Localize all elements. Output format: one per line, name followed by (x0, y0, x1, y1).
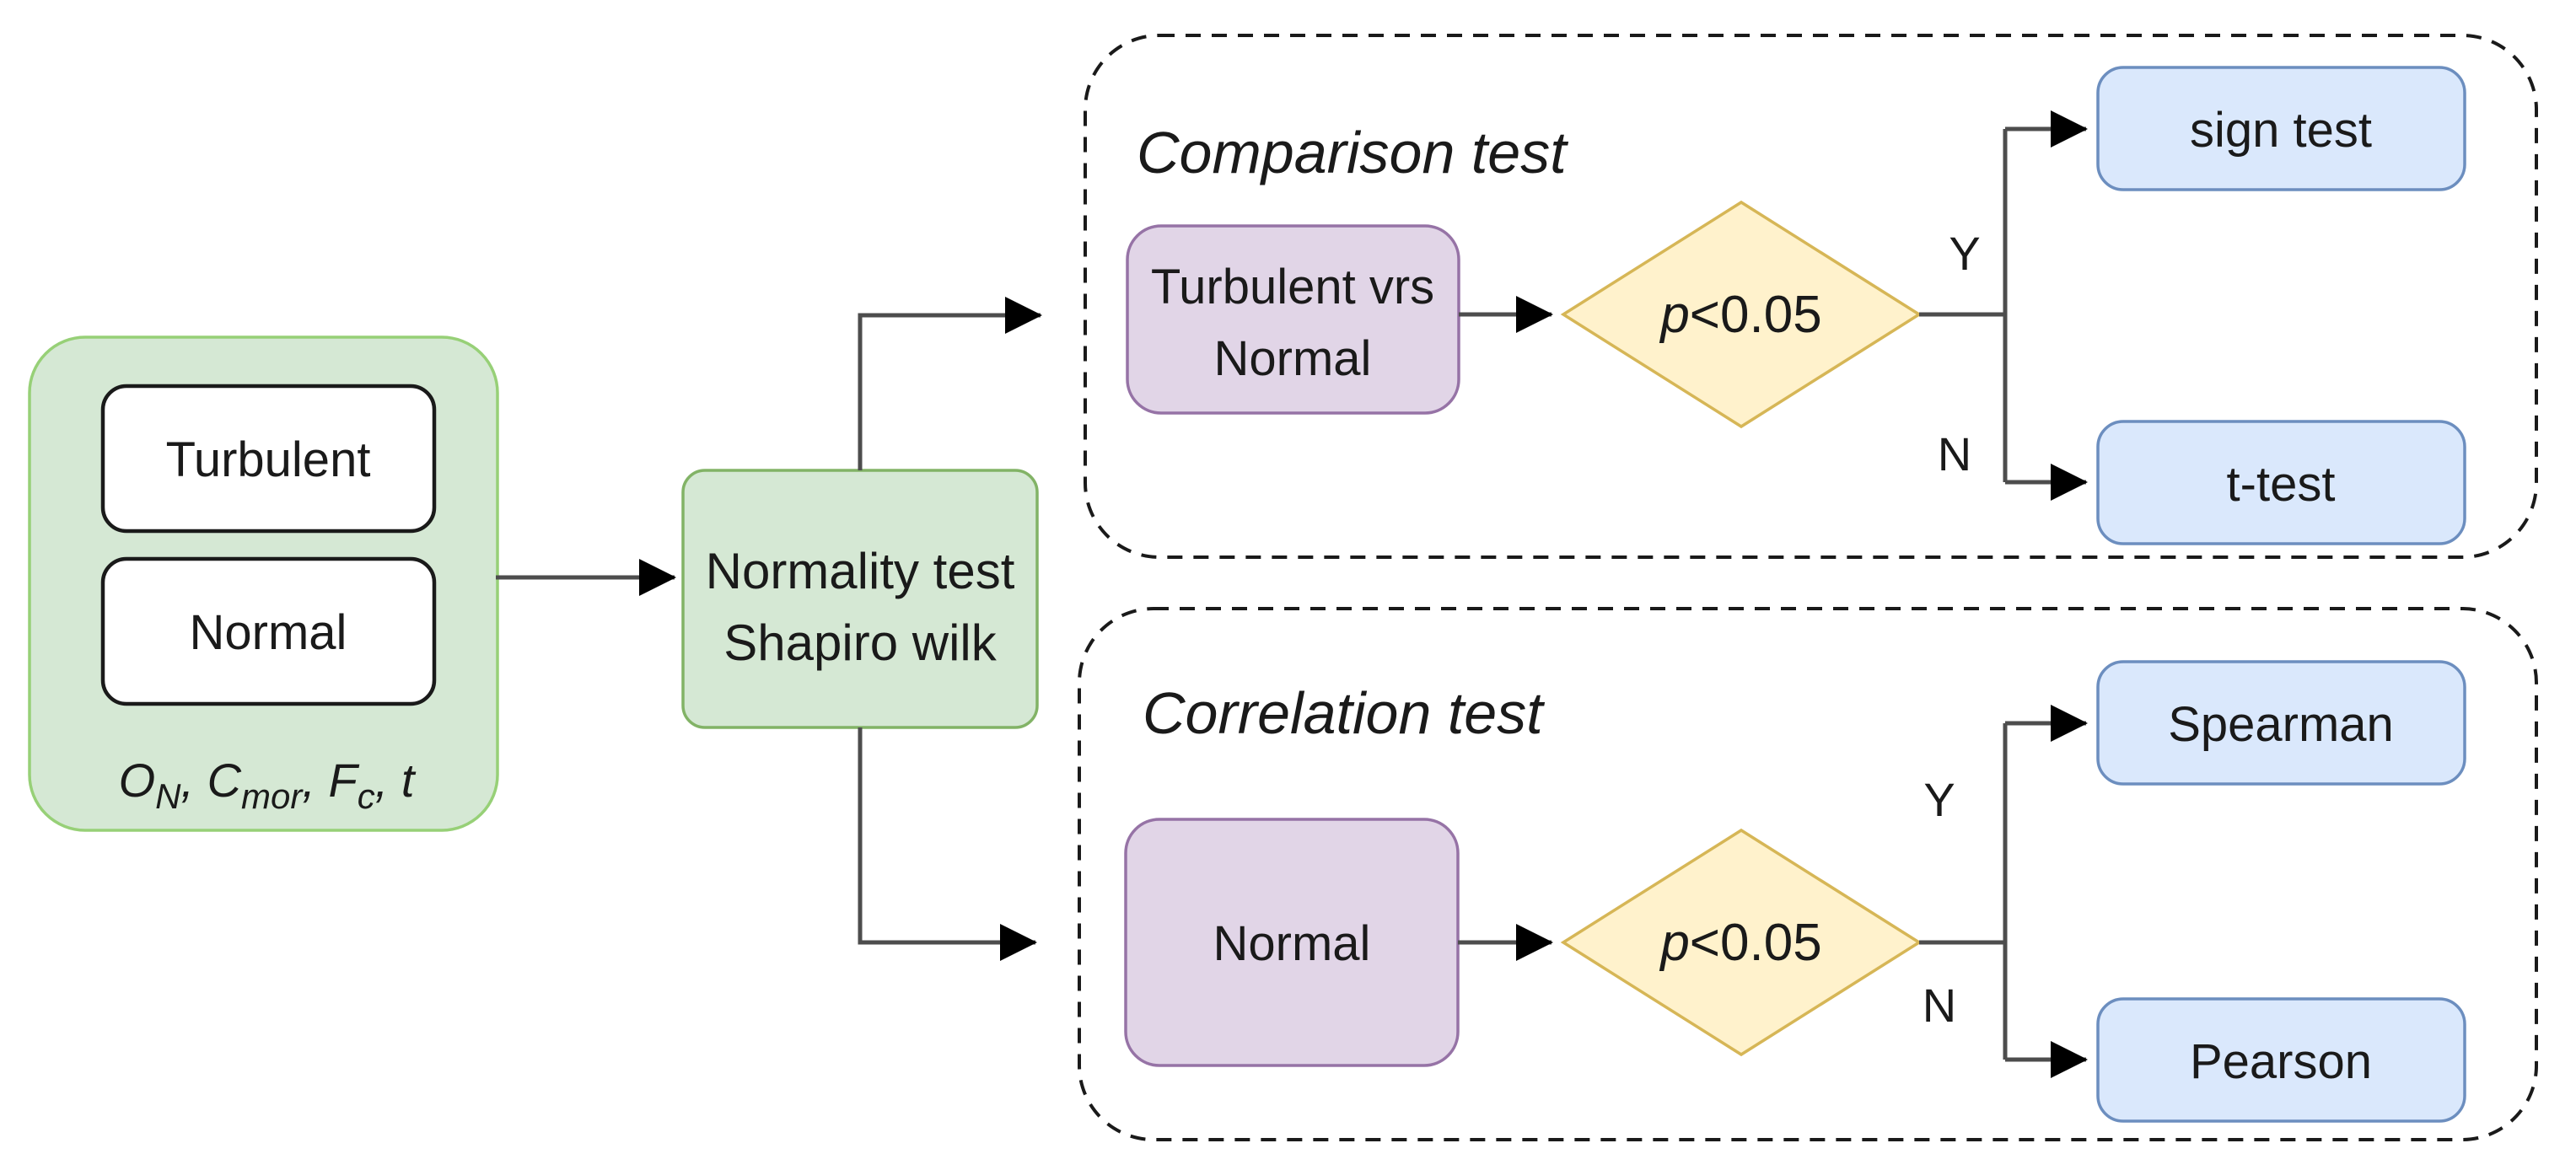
connector-normality-to-correlation (858, 727, 1037, 961)
correlation-title: Correlation test (1143, 680, 1545, 746)
dataset-item-normal-label: Normal (190, 605, 347, 660)
normality-label-line1: Normality test (706, 543, 1015, 599)
sign-test-label: sign test (2190, 103, 2372, 158)
t-test-node (2096, 420, 2466, 545)
correlation-yes-label: Y (1923, 773, 1955, 826)
spearman-label: Spearman (2168, 697, 2394, 752)
correlation-no-label: N (1923, 979, 1956, 1032)
correlation-input-label: Normal (1213, 916, 1371, 971)
dataset-item-normal (100, 556, 437, 706)
pearson-node (2096, 997, 2466, 1123)
comparison-input-node (1126, 224, 1460, 415)
comparison-input-label-line2: Normal (1214, 331, 1372, 386)
comparison-decision-label: p<0.05 (1659, 286, 1821, 344)
t-test-label: t-test (2227, 457, 2336, 512)
comparison-no-label: N (1938, 427, 1971, 480)
dataset-item-turbulent-label: Turbulent (166, 432, 371, 487)
comparison-container (1084, 34, 2538, 559)
comparison-title: Comparison test (1137, 120, 1568, 185)
sign-test-node (2096, 66, 2466, 191)
pearson-label: Pearson (2190, 1034, 2372, 1089)
dataset-item-turbulent (100, 384, 437, 534)
normality-label-line2: Shapiro wilk (723, 615, 997, 671)
comparison-branch-junction (1919, 129, 2008, 482)
comparison-input-label-line1: Turbulent vrs (1151, 260, 1434, 314)
comparison-yes-label: Y (1949, 227, 1980, 280)
correlation-container (1078, 607, 2538, 1141)
correlation-branch-junction (1919, 723, 2008, 1060)
spearman-node (2096, 660, 2466, 786)
dataset-variables-label: ON, Cmor, Fc, t (119, 754, 417, 816)
correlation-decision-label: p<0.05 (1659, 914, 1821, 972)
connector-normality-to-comparison (858, 297, 1042, 470)
